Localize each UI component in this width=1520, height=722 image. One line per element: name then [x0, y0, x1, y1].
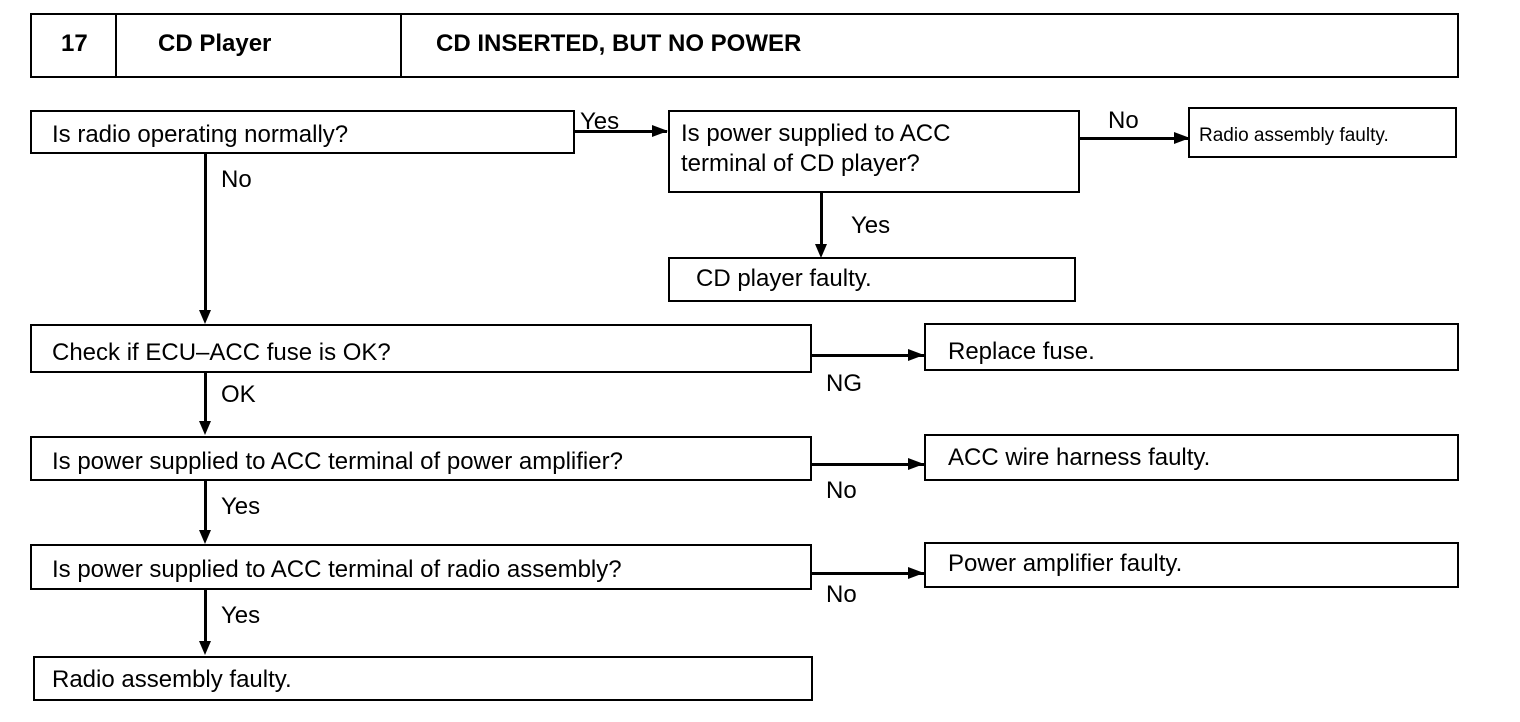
edge-fuse-ng-line	[812, 354, 924, 357]
result-replace-fuse-text: Replace fuse.	[948, 338, 1095, 365]
result-power-amp-faulty	[924, 542, 1459, 588]
edge-radio-yes-label: Yes	[580, 108, 620, 135]
edge-radio-acc-yes-arrowhead	[199, 641, 211, 655]
edge-cd-yes-arrowhead	[815, 244, 827, 258]
edge-cd-yes-label: Yes	[851, 212, 891, 239]
edge-radio-no-label: No	[221, 166, 252, 193]
node-radio-operating-text: Is radio operating normally?	[52, 121, 349, 148]
edge-fuse-ok-line	[204, 373, 207, 423]
edge-fuse-ng-arrowhead	[908, 349, 924, 361]
edge-amp-yes-line	[204, 481, 207, 532]
edge-amp-no-label: No	[826, 477, 857, 504]
edge-amp-no-arrowhead	[908, 458, 924, 470]
edge-radio-no-arrowhead	[199, 310, 211, 324]
node-power-cd-player-line2: terminal of CD player?	[681, 150, 920, 177]
node-power-amp-text: Is power supplied to ACC terminal of pow…	[52, 448, 623, 475]
edge-cd-no-line	[1080, 137, 1190, 140]
edge-radio-acc-no-label: No	[826, 581, 857, 608]
header-number: 17	[61, 30, 88, 57]
header-system: CD Player	[158, 30, 272, 57]
edge-amp-yes-arrowhead	[199, 530, 211, 544]
edge-radio-acc-no-arrowhead	[908, 567, 924, 579]
edge-amp-yes-label: Yes	[221, 493, 261, 520]
node-fuse-check	[30, 324, 812, 373]
header-divider-2	[400, 13, 402, 78]
edge-radio-acc-yes-label: Yes	[221, 602, 261, 629]
edge-cd-yes-line	[820, 193, 823, 245]
node-power-radio-text: Is power supplied to ACC terminal of rad…	[52, 556, 622, 583]
edge-fuse-ng-label: NG	[826, 370, 862, 397]
result-wire-harness-faulty-text: ACC wire harness faulty.	[948, 444, 1211, 471]
result-radio-faulty-bottom-text: Radio assembly faulty.	[52, 666, 292, 693]
edge-amp-no-line	[812, 463, 924, 466]
result-power-amp-faulty-text: Power amplifier faulty.	[948, 550, 1183, 577]
edge-cd-no-arrowhead	[1174, 132, 1190, 144]
result-radio-faulty-top	[1188, 107, 1457, 158]
edge-cd-no-label: No	[1108, 107, 1139, 134]
node-fuse-check-text: Check if ECU–ACC fuse is OK?	[52, 339, 391, 366]
node-power-cd-player	[668, 110, 1080, 193]
header-bar	[30, 13, 1459, 78]
result-wire-harness-faulty	[924, 434, 1459, 481]
header-symptom: CD INSERTED, BUT NO POWER	[436, 30, 802, 57]
edge-radio-no-line	[204, 154, 207, 312]
edge-radio-yes-arrowhead	[652, 125, 668, 137]
result-cd-player-faulty-text: CD player faulty.	[696, 265, 872, 292]
node-power-cd-player-line1: Is power supplied to ACC	[681, 120, 951, 147]
node-power-amp	[30, 436, 812, 481]
edge-radio-acc-yes-line	[204, 590, 207, 643]
result-cd-player-faulty	[668, 257, 1076, 302]
result-radio-faulty-top-text: Radio assembly faulty.	[1199, 125, 1389, 146]
edge-fuse-ok-arrowhead	[199, 421, 211, 435]
edge-radio-yes-line	[575, 130, 667, 133]
result-replace-fuse	[924, 323, 1459, 371]
node-radio-operating	[30, 110, 575, 154]
result-radio-faulty-bottom	[33, 656, 813, 701]
edge-fuse-ok-label: OK	[221, 381, 256, 408]
header-divider-1	[115, 13, 117, 78]
node-power-radio	[30, 544, 812, 590]
edge-radio-acc-no-line	[812, 572, 924, 575]
